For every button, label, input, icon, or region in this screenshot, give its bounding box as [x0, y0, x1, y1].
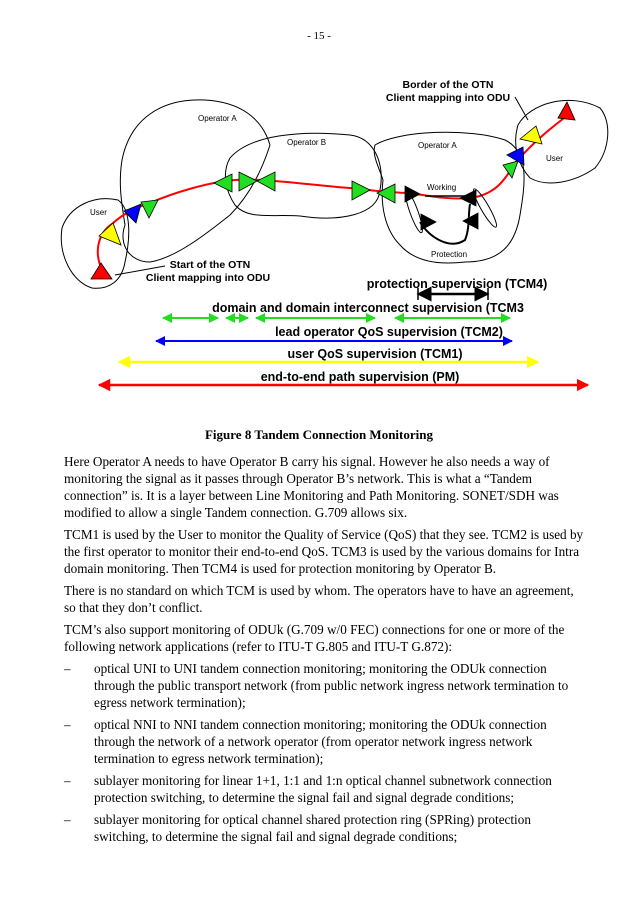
- paragraph: TCM1 is used by the User to monitor the …: [64, 527, 584, 576]
- green-triangle-icon: [256, 171, 276, 192]
- yellow-triangle-icon: [98, 222, 122, 246]
- start-leader-line: [114, 265, 166, 276]
- bullet-text: sublayer monitoring for linear 1+1, 1:1 …: [94, 773, 552, 805]
- bullet-text: sublayer monitoring for optical channel …: [94, 812, 531, 844]
- body-text: Here Operator A needs to have Operator B…: [64, 453, 584, 850]
- black-triangle-icon: [420, 213, 437, 231]
- operator-a-left-label: Operator A: [198, 114, 237, 123]
- black-triangle-icon: [459, 189, 477, 207]
- signal-path: [96, 114, 569, 273]
- bullet-dash: –: [64, 812, 71, 827]
- green-triangle-icon: [502, 160, 519, 179]
- paragraph: Here Operator A needs to have Operator B…: [64, 454, 559, 520]
- bullet-text: optical NNI to NNI tandem connection mon…: [94, 717, 547, 766]
- bullet-text: optical UNI to UNI tandem connection mon…: [94, 661, 569, 710]
- user-right-label: User: [546, 154, 563, 163]
- operator-a-left-cloud: [119, 99, 271, 263]
- list-item: – optical NNI to NNI tandem connection m…: [64, 716, 584, 767]
- start-label-line2: Client mapping into ODU: [146, 272, 270, 284]
- user-left-cloud: [60, 198, 130, 289]
- bullet-dash: –: [64, 773, 71, 788]
- operator-b-cloud: [224, 132, 382, 219]
- operator-a-right-label: Operator A: [418, 141, 457, 150]
- tcm4-label: protection supervision (TCM4): [367, 277, 548, 291]
- operator-b-label: Operator B: [287, 138, 326, 147]
- bullet-dash: –: [64, 717, 71, 732]
- border-label-line1: Border of the OTN: [403, 79, 494, 91]
- green-triangle-icon: [213, 173, 233, 193]
- user-left-label: User: [90, 208, 107, 217]
- blue-triangle-icon: [506, 146, 525, 166]
- black-triangle-icon: [462, 212, 479, 230]
- border-leader-line: [514, 96, 529, 121]
- green-triangle-icon: [140, 199, 159, 219]
- page-number: - 15 -: [307, 30, 331, 42]
- green-triangle-icon: [238, 171, 258, 192]
- user-right-cloud: [515, 99, 609, 184]
- figure-caption: Figure 8 Tandem Connection Monitoring: [204, 427, 433, 442]
- switch-right: [472, 188, 498, 228]
- tcm1-label: user QoS supervision (TCM1): [287, 347, 462, 361]
- tandem-connection-diagram: Border of the OTN Client mapping into OD…: [60, 79, 609, 392]
- red-triangle-icon: [90, 262, 113, 280]
- blue-triangle-icon: [123, 203, 142, 224]
- list-item: – optical UNI to UNI tandem connection m…: [64, 660, 584, 711]
- green-triangle-icon: [351, 180, 371, 201]
- tcm2-label: lead operator QoS supervision (TCM2): [275, 325, 503, 339]
- tcm3-label: domain and domain interconnect supervisi…: [212, 301, 524, 315]
- pm-label: end-to-end path supervision (PM): [261, 370, 460, 384]
- start-label-line1: Start of the OTN: [170, 259, 251, 271]
- paragraph: There is no standard on which TCM is use…: [64, 583, 574, 615]
- working-label: Working: [427, 183, 456, 192]
- operator-a-right-cloud: [373, 131, 525, 264]
- list-item: – sublayer monitoring for linear 1+1, 1:…: [64, 772, 584, 806]
- paragraph: TCM’s also support monitoring of ODUk (G…: [64, 622, 565, 654]
- red-triangle-icon: [557, 101, 576, 121]
- border-label-line2: Client mapping into ODU: [386, 92, 510, 104]
- black-triangle-icon: [404, 185, 421, 203]
- protection-label: Protection: [431, 250, 467, 259]
- yellow-triangle-icon: [519, 125, 543, 145]
- bullet-dash: –: [64, 661, 71, 676]
- list-item: – sublayer monitoring for optical channe…: [64, 811, 584, 845]
- protection-line: [419, 203, 471, 245]
- green-triangle-icon: [376, 183, 396, 204]
